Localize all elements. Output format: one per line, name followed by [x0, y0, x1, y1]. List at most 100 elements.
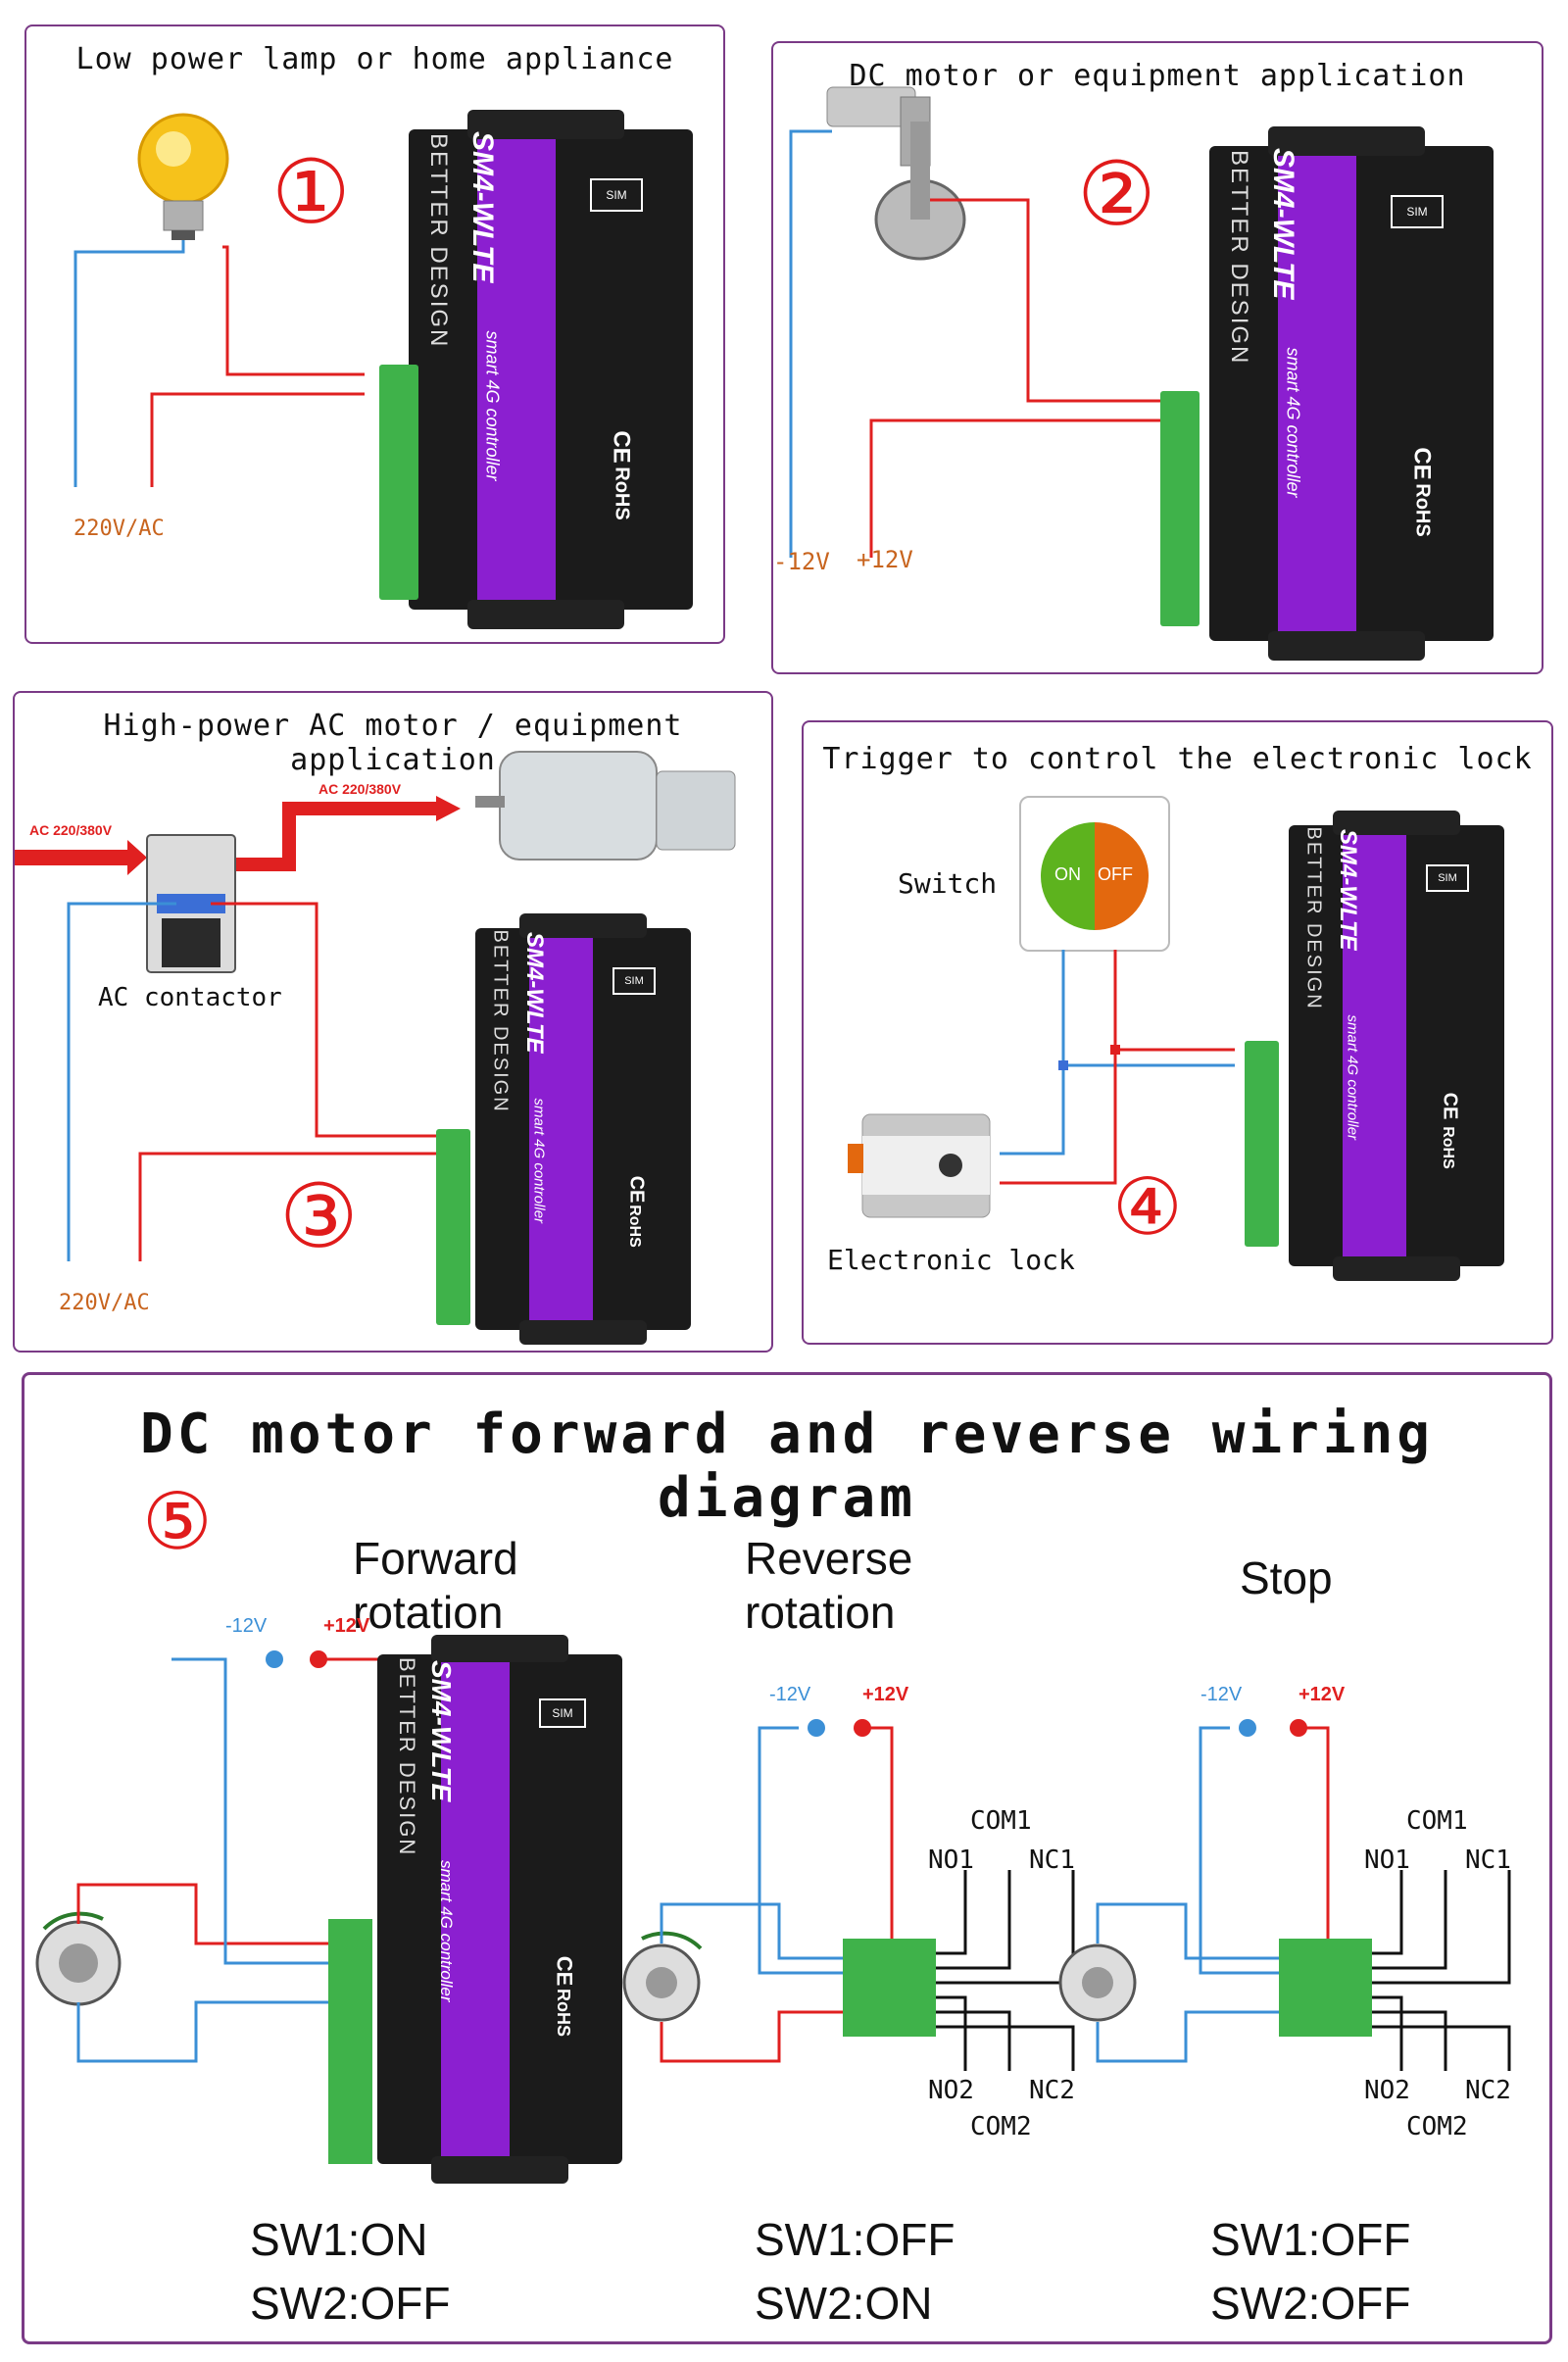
device-model: SM4-WLTE: [1267, 148, 1299, 300]
rotation-arrow-icon: [641, 1931, 703, 1950]
device-model: SM4-WLTE: [466, 131, 499, 283]
controller-device: BETTER DESIGN SM4-WLTE smart 4G controll…: [409, 110, 693, 629]
nc2-label: NC2: [1465, 2076, 1511, 2105]
ac-input-bar: [15, 850, 127, 865]
voltage-label: 220V/AC: [74, 517, 165, 541]
stop-heading: Stop: [1240, 1552, 1333, 1603]
no2-label: NO2: [1364, 2076, 1410, 2105]
device-subtitle: smart 4G controller: [1283, 347, 1303, 498]
sim-slot: SIM: [539, 1698, 586, 1728]
dc-motor-icon: [826, 86, 966, 261]
panel-ac-motor: High-power AC motor / equipment applicat…: [13, 691, 773, 1353]
reverse-heading: Reverse rotation: [745, 1533, 913, 1639]
light-bulb-icon: [137, 113, 229, 240]
ce-mark: CE: [608, 430, 635, 464]
device-subtitle: smart 4G controller: [530, 1098, 548, 1224]
neg-12v-label: -12V: [1200, 1684, 1243, 1705]
no2-label: NO2: [928, 2076, 974, 2105]
forward-sw1-state: SW1:ON: [250, 2214, 428, 2265]
panel-lock-wiring: [848, 950, 1235, 1218]
voltage-label: 220V/AC: [59, 1291, 150, 1315]
terminal-block: [328, 1919, 372, 2164]
terminal-block: [1245, 1041, 1279, 1247]
panel-number: ⑤: [142, 1478, 213, 1565]
switch-on-label: ON: [1054, 864, 1081, 884]
blue-wire: [74, 240, 185, 487]
device-model: SM4-WLTE: [426, 1660, 457, 1802]
panel-dc-motor: DC motor or equipment application -12V +…: [771, 41, 1544, 674]
panel-number: ①: [271, 144, 351, 242]
device-model: SM4-WLTE: [1335, 829, 1361, 951]
pos-12v-label: +12V: [857, 546, 913, 573]
sim-slot: SIM: [612, 967, 656, 995]
red-wire: [138, 1152, 436, 1261]
neg-12v-label: -12V: [225, 1615, 268, 1637]
device-subtitle: smart 4G controller: [1344, 1014, 1361, 1141]
ce-mark: CE: [1408, 447, 1436, 480]
reverse-sw1-state: SW1:OFF: [755, 2214, 956, 2265]
device-brand: BETTER DESIGN: [395, 1657, 419, 1857]
sim-slot: SIM: [1391, 195, 1444, 228]
device-subtitle: smart 4G controller: [437, 1860, 456, 2002]
red-wire: [150, 392, 365, 487]
controller-device: BETTER DESIGN SM4-WLTE smart 4G controll…: [1209, 126, 1494, 661]
terminal-block: [436, 1129, 470, 1325]
no1-label: NO1: [928, 1845, 974, 1875]
panel-title: High-power AC motor / equipment applicat…: [103, 709, 683, 777]
rohs-mark: RoHS: [1411, 483, 1434, 537]
forward-heading: Forward rotation: [353, 1533, 518, 1639]
red-wire: [930, 198, 1160, 403]
nc1-label: NC1: [1029, 1845, 1075, 1875]
nc1-label: NC1: [1465, 1845, 1511, 1875]
sim-slot: SIM: [1426, 864, 1469, 892]
device-brand: BETTER DESIGN: [1226, 150, 1252, 366]
controller-device: BETTER DESIGN SM4-WLTE smart 4G controll…: [377, 1635, 622, 2184]
controller-device: BETTER DESIGN SM4-WLTE smart 4G controll…: [475, 913, 691, 1345]
neg-12v-label: -12V: [773, 548, 830, 575]
terminal-block: [1160, 391, 1200, 626]
panel-number: ③: [279, 1168, 359, 1266]
red-wire: [211, 902, 436, 1138]
panel-lamp-wiring: [74, 113, 365, 487]
com2-label: COM2: [1406, 2112, 1468, 2141]
ac-output-bar: [235, 802, 436, 871]
pos-12v-label: +12V: [1298, 1684, 1346, 1705]
panel-dc-wiring: [789, 86, 1160, 558]
device-brand: BETTER DESIGN: [425, 133, 452, 349]
stop-sw1-state: SW1:OFF: [1210, 2214, 1411, 2265]
terminal-block: [843, 1939, 936, 2037]
arrow-right-icon: [436, 796, 461, 821]
rohs-mark: RoHS: [554, 1989, 573, 2037]
panel-number: ②: [1077, 146, 1156, 244]
rohs-mark: RoHS: [1439, 1126, 1456, 1169]
panel-title: DC motor forward and reverse wiring diag…: [139, 1402, 1435, 1530]
ac-output-label: AC 220/380V: [318, 781, 402, 797]
rohs-mark: RoHS: [625, 1205, 643, 1248]
panel-title: DC motor or equipment application: [849, 59, 1466, 93]
red-wire: [1000, 950, 1117, 1185]
com2-label: COM2: [970, 2112, 1032, 2141]
blue-wire: [1000, 950, 1065, 1156]
panel-fr-wiring: [35, 1650, 1511, 2164]
controller-device: BETTER DESIGN SM4-WLTE smart 4G controll…: [1289, 811, 1504, 1281]
device-brand: BETTER DESIGN: [489, 929, 512, 1113]
toggle-switch-icon: [1041, 822, 1149, 930]
nc2-label: NC2: [1029, 2076, 1075, 2105]
electronic-lock-icon: [848, 1113, 991, 1218]
panel-electronic-lock: Trigger to control the electronic lock S…: [802, 720, 1553, 1345]
terminal-block: [1279, 1939, 1372, 2037]
stop-sw2-state: SW2:OFF: [1210, 2278, 1411, 2329]
terminal-block: [379, 365, 418, 600]
rotation-arrow-icon: [42, 1911, 104, 1931]
panel-forward-reverse: DC motor forward and reverse wiring diag…: [22, 1372, 1552, 2344]
ce-mark: CE: [625, 1175, 648, 1204]
arrow-right-icon: [127, 840, 147, 875]
red-wire: [222, 245, 365, 376]
blue-wire: [67, 902, 176, 1261]
device-subtitle: smart 4G controller: [482, 330, 503, 481]
forward-sw2-state: SW2:OFF: [250, 2278, 451, 2329]
neg-12v-label: -12V: [769, 1684, 811, 1705]
sim-slot: SIM: [590, 178, 643, 212]
device-brand: BETTER DESIGN: [1302, 826, 1325, 1010]
com1-label: COM1: [970, 1806, 1032, 1836]
